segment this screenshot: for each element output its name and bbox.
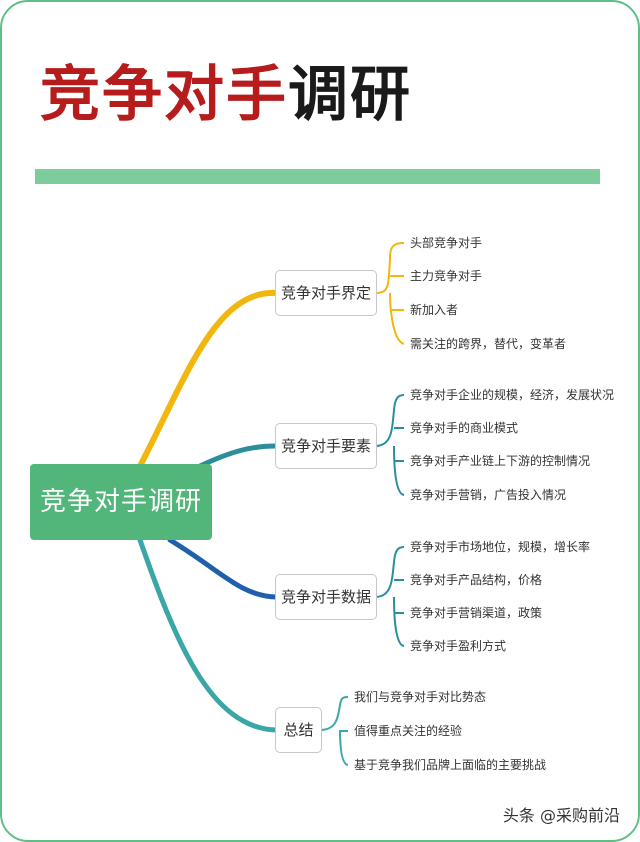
connector-root-branch-3	[167, 537, 279, 600]
leaf-3-3: 竞争对手营销渠道，政策	[410, 606, 543, 620]
title-part-black: 调研	[288, 60, 412, 130]
leaf-3-4: 竞争对手盈利方式	[410, 639, 507, 653]
leaf-2-3: 竞争对手产业链上下游的控制情况	[410, 454, 591, 468]
leaf-4-2: 值得重点关注的经验	[354, 724, 463, 738]
page-title: 竞争对手调研	[40, 50, 412, 140]
title-divider	[35, 169, 600, 184]
leaf-1-1: 头部竞争对手	[410, 236, 483, 250]
bracket-branch-2	[374, 394, 405, 496]
leaf-3-1: 竞争对手市场地位，规模，增长率	[410, 540, 591, 554]
connector-root-branch-4	[137, 537, 279, 733]
leaf-1-3: 新加入者	[410, 303, 459, 317]
watermark-text: 头条 @采购前沿	[502, 806, 620, 825]
bracket-branch-3	[374, 546, 405, 647]
leaf-1-2: 主力竞争对手	[410, 269, 483, 283]
leaf-2-2: 竞争对手的商业模式	[410, 421, 519, 435]
branch-node-4: 总结	[275, 707, 322, 753]
leaf-2-1: 竞争对手企业的规模，经济，发展状况	[410, 388, 615, 402]
leaf-2-4: 竞争对手营销，广告投入情况	[410, 488, 567, 502]
connector-root-branch-2	[197, 443, 279, 469]
leaf-1-4: 需关注的跨界，替代，变革者	[410, 337, 567, 351]
mindmap-root-node: 竞争对手调研	[30, 464, 212, 540]
leaf-4-1: 我们与竞争对手对比势态	[354, 690, 487, 704]
branch-node-2: 竞争对手要素	[275, 423, 377, 469]
bracket-branch-4	[319, 696, 349, 766]
leaf-3-2: 竞争对手产品结构，价格	[410, 573, 543, 587]
leaf-4-3: 基于竞争我们品牌上面临的主要挑战	[354, 758, 547, 772]
branch-node-1: 竞争对手界定	[275, 270, 377, 316]
branch-node-3: 竞争对手数据	[275, 574, 377, 620]
bracket-branch-1	[374, 242, 405, 345]
title-part-red: 竞争对手	[40, 60, 288, 130]
connector-root-branch-1	[137, 289, 279, 469]
